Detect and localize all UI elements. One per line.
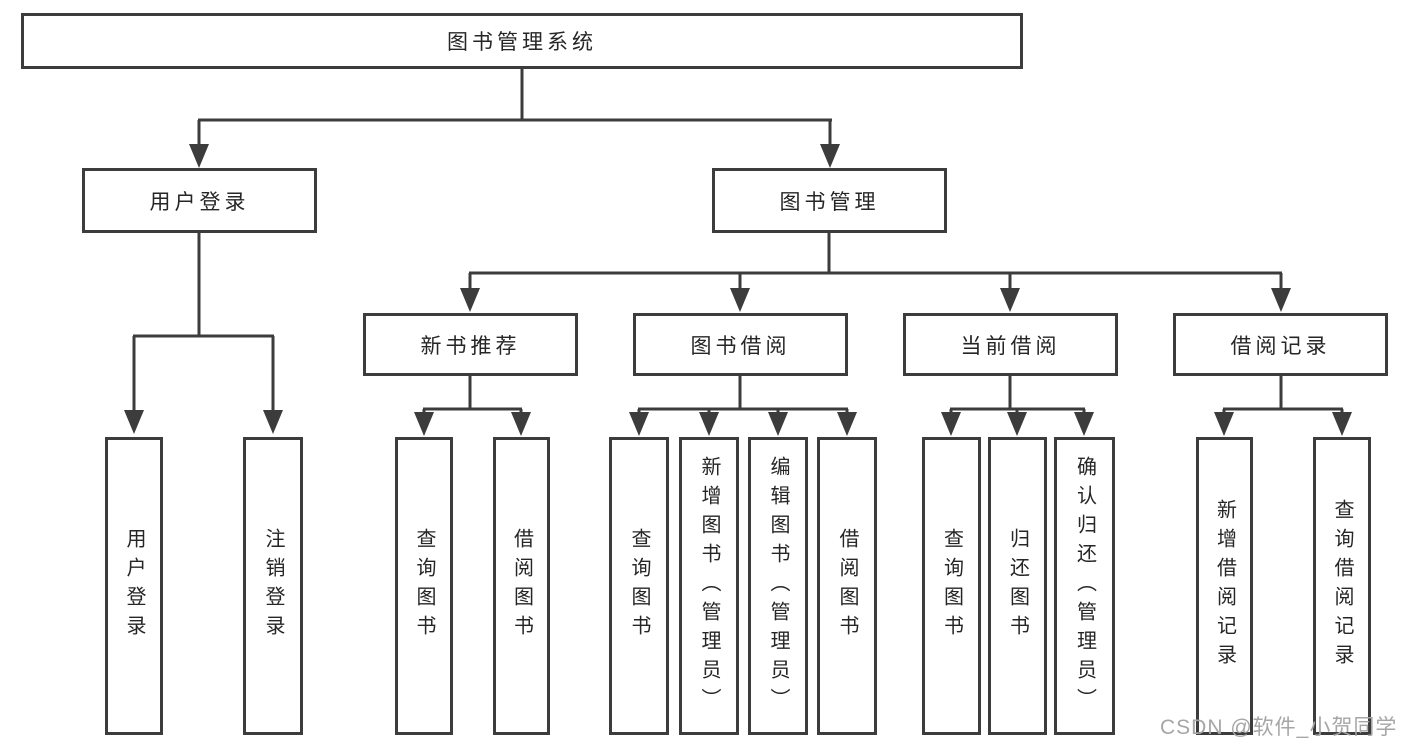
arrowhead-icon	[1007, 412, 1027, 436]
arrowhead-icon	[511, 412, 531, 436]
node-book-management-label: 图书管理	[779, 190, 880, 214]
node-new-book-recommend-label: 新书推荐	[420, 334, 521, 358]
leaf-borrow-add-book-admin-label: 新增图书（管理员）	[698, 455, 720, 717]
node-book-borrowing: 图书借阅	[633, 313, 848, 376]
leaf-current-return-books-label: 归还图书	[1006, 528, 1029, 644]
leaf-borrow-query-books: 查询图书	[609, 437, 669, 735]
connector-lines	[132, 69, 1344, 414]
leaf-logout: 注销登录	[243, 437, 303, 735]
arrowhead-icon	[1332, 412, 1352, 436]
arrowhead-icon	[414, 412, 434, 436]
leaf-borrow-add-book-admin: 新增图书（管理员）	[679, 437, 739, 735]
leaf-current-confirm-return-admin: 确认归还（管理员）	[1054, 437, 1115, 735]
arrowhead-icon	[124, 410, 144, 434]
leaf-recommend-borrow-books-label: 借阅图书	[510, 528, 533, 644]
node-borrowing-records: 借阅记录	[1173, 313, 1388, 376]
leaf-records-query-record-label: 查询借阅记录	[1331, 499, 1353, 673]
arrowhead-icon	[263, 410, 283, 434]
leaf-borrow-edit-book-admin: 编辑图书（管理员）	[748, 437, 808, 735]
leaf-recommend-query-books: 查询图书	[395, 437, 453, 735]
leaf-borrow-borrow-books: 借阅图书	[817, 437, 877, 735]
node-user-login: 用户登录	[82, 168, 317, 233]
node-current-borrowing-label: 当前借阅	[960, 334, 1061, 358]
node-root: 图书管理系统	[21, 13, 1023, 69]
node-current-borrowing: 当前借阅	[903, 313, 1118, 376]
arrowhead-icon	[820, 144, 840, 168]
node-new-book-recommend: 新书推荐	[363, 313, 578, 376]
node-user-login-label: 用户登录	[149, 190, 250, 214]
arrowhead-icon	[629, 412, 649, 436]
csdn-watermark: CSDN @软件_小贺同学	[1160, 716, 1398, 739]
leaf-user-login: 用户登录	[105, 437, 163, 735]
node-borrowing-records-label: 借阅记录	[1230, 334, 1331, 358]
leaf-borrow-borrow-books-label: 借阅图书	[836, 528, 858, 644]
arrowhead-icon	[1214, 412, 1234, 436]
leaf-recommend-borrow-books: 借阅图书	[493, 437, 550, 735]
leaf-records-add-record-label: 新增借阅记录	[1213, 499, 1236, 673]
leaf-user-login-label: 用户登录	[123, 528, 145, 644]
arrowhead-icon	[699, 412, 719, 436]
leaf-records-add-record: 新增借阅记录	[1196, 437, 1253, 735]
arrowhead-icon	[460, 288, 480, 312]
leaf-records-query-record: 查询借阅记录	[1313, 437, 1371, 735]
arrowhead-icon	[1074, 412, 1094, 436]
arrowhead-icon	[1000, 288, 1020, 312]
arrowhead-icon	[1271, 288, 1291, 312]
leaf-current-return-books: 归还图书	[988, 437, 1047, 735]
node-root-label: 图书管理系统	[447, 31, 597, 54]
leaf-borrow-edit-book-admin-label: 编辑图书（管理员）	[767, 455, 789, 717]
arrowhead-icon	[941, 412, 961, 436]
arrowhead-icon	[730, 288, 750, 312]
leaf-current-query-books-label: 查询图书	[940, 528, 963, 644]
leaf-current-query-books: 查询图书	[922, 437, 981, 735]
leaf-current-confirm-return-admin-label: 确认归还（管理员）	[1073, 455, 1096, 717]
arrowhead-icon	[768, 412, 788, 436]
leaf-logout-label: 注销登录	[262, 528, 284, 644]
node-book-management: 图书管理	[712, 168, 947, 233]
leaf-borrow-query-books-label: 查询图书	[628, 528, 650, 644]
arrowhead-icon	[837, 412, 857, 436]
arrowhead-icon	[189, 144, 209, 168]
leaf-recommend-query-books-label: 查询图书	[413, 528, 435, 644]
node-book-borrowing-label: 图书借阅	[690, 334, 791, 358]
